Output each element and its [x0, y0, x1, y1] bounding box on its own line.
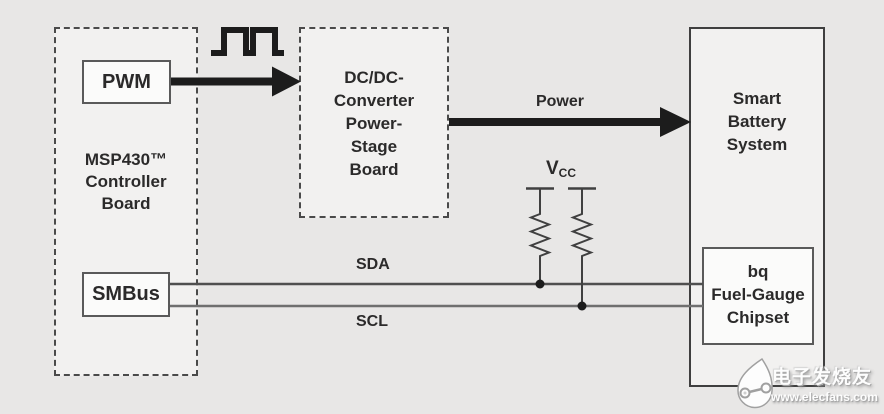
elecfans-logo-node-right — [760, 382, 772, 394]
dcdc-converter-board-box — [299, 27, 449, 218]
power-arrow-head-icon — [660, 107, 691, 137]
sda-junction-dot — [535, 279, 545, 289]
elecfans-logo-icon — [737, 357, 773, 409]
bq-fuel-gauge-chipset-title: bq Fuel-Gauge Chipset — [711, 262, 805, 327]
pwm-squarewave-icon — [211, 27, 284, 56]
sda-pullup-resistor — [528, 189, 552, 284]
dcdc-board-title: DC/DC- Converter Power- Stage Board — [333, 68, 415, 179]
smart-battery-system-title: Smart Battery System — [726, 89, 788, 154]
scl-junction-dot — [577, 301, 587, 311]
bq-fuel-gauge-chipset-box — [702, 247, 814, 345]
elecfans-logo-node-left-hole — [743, 391, 747, 395]
smbus-module-box: SMBus — [82, 272, 170, 317]
pwm-module-label: PWM — [102, 70, 151, 93]
pwm-arrow-head-icon — [272, 66, 301, 97]
scl-pullup-resistor — [570, 189, 594, 306]
pwm-module-box: PWM — [82, 60, 171, 104]
msp430-board-title: MSP430™ Controller Board — [84, 150, 168, 213]
scl-signal-label: SCL — [356, 313, 388, 330]
sda-signal-label: SDA — [356, 256, 390, 273]
vcc-subscript: CC — [558, 166, 577, 180]
smbus-module-label: SMBus — [92, 283, 160, 305]
watermark-site-url: www.elecfans.com — [771, 390, 878, 404]
watermark-site-name: 电子发烧友 — [772, 367, 873, 388]
vcc-label: VCC — [531, 158, 591, 180]
vcc-letter: V — [545, 158, 559, 179]
power-signal-label: Power — [535, 93, 584, 110]
